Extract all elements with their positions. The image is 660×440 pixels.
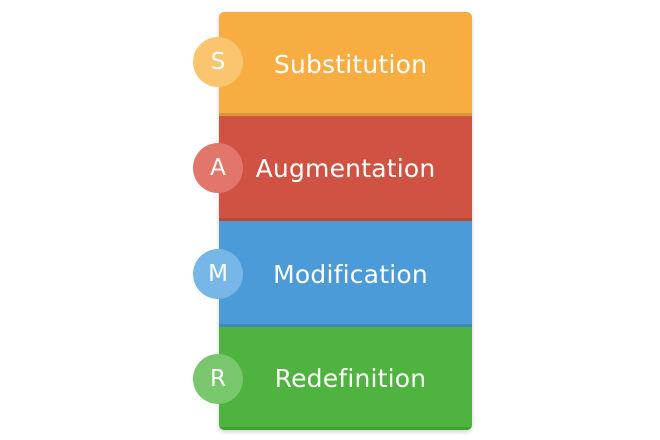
- level-label: Redefinition: [274, 364, 427, 393]
- level-redefinition: Redefinition: [219, 327, 472, 430]
- level-modification: Modification: [219, 221, 472, 327]
- level-augmentation: Augmentation: [219, 116, 472, 221]
- level-label: Substitution: [273, 49, 428, 79]
- letter-badge-m: M: [193, 249, 243, 299]
- letter-badge-s: S: [193, 37, 243, 87]
- letter-badge-r: R: [193, 354, 243, 404]
- letter-badge-a: A: [193, 143, 243, 193]
- level-label: Augmentation: [255, 154, 436, 183]
- samr-stack: Substitution Augmentation Modification R…: [219, 12, 472, 430]
- level-substitution: Substitution: [219, 12, 472, 116]
- level-label: Modification: [273, 259, 428, 289]
